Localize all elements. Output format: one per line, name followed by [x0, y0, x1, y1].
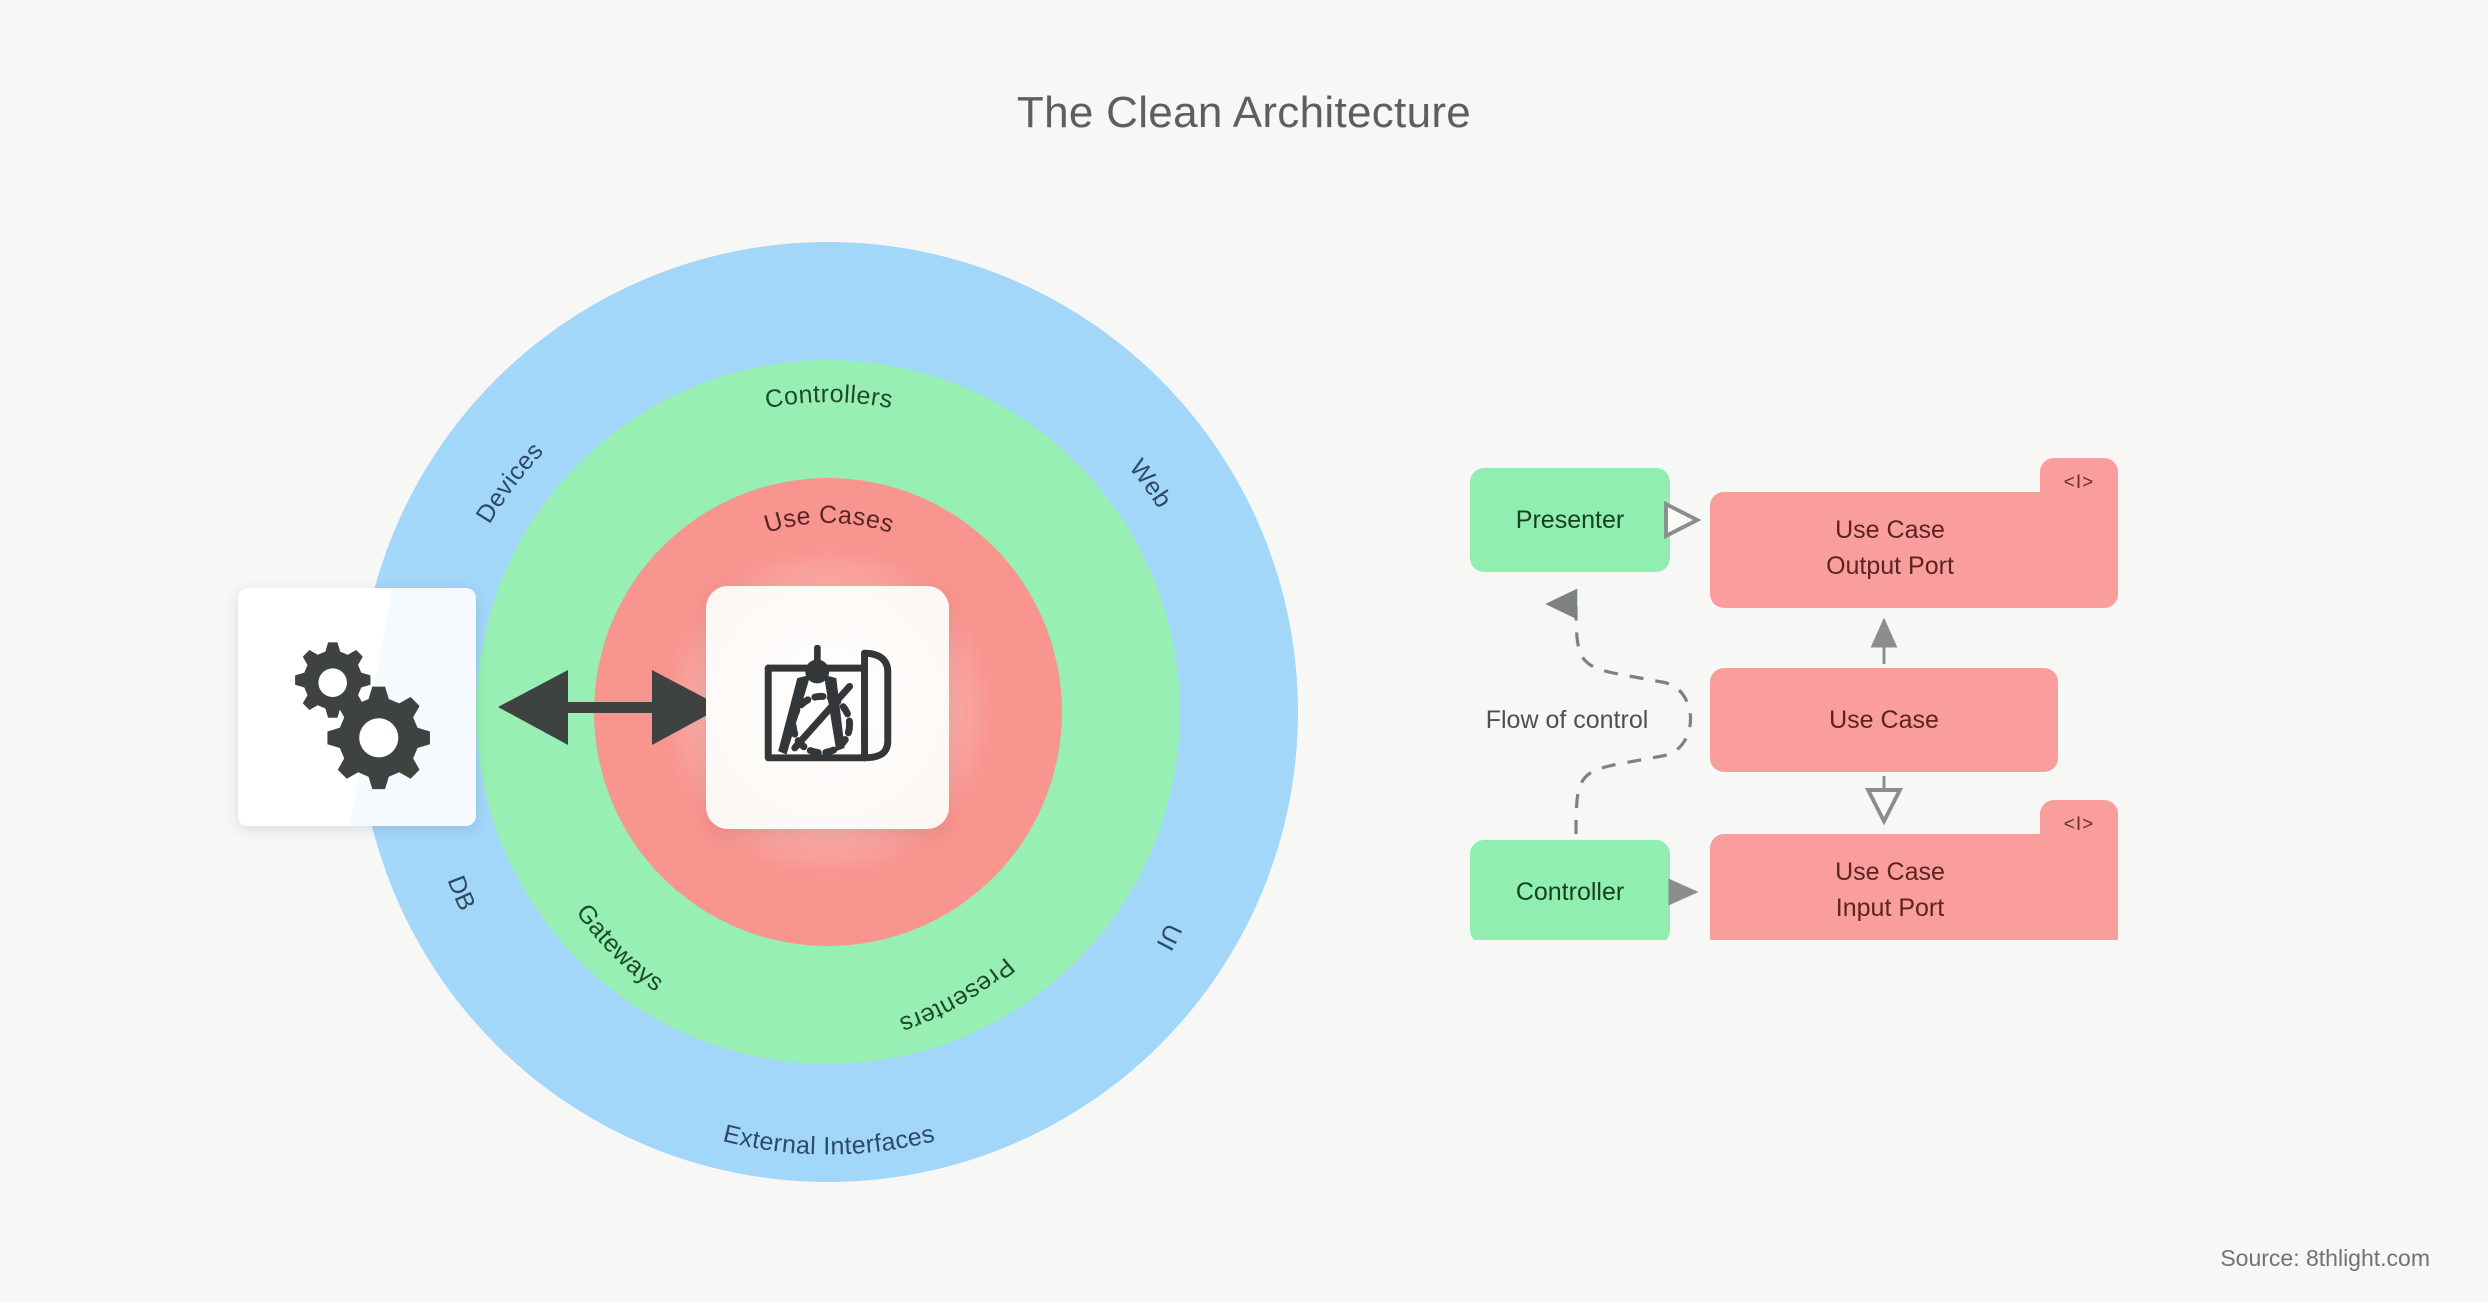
node-use-case-output-port[interactable]: <I> Use Case Output Port: [1710, 458, 2118, 608]
node-controller[interactable]: Controller: [1470, 840, 1670, 940]
interface-tag-input-port: <I>: [2064, 814, 2094, 835]
node-controller-label: Controller: [1516, 878, 1624, 906]
double-headed-arrow-icon: [498, 670, 722, 745]
node-presenter[interactable]: Presenter: [1470, 468, 1670, 572]
node-use-case-output-port-line2: Output Port: [1826, 552, 1954, 580]
node-use-case-input-port-line2: Input Port: [1836, 894, 1944, 922]
enterprise-business-rules-card: [706, 586, 949, 829]
external-systems-card: [238, 588, 476, 826]
page-title: The Clean Architecture: [1016, 88, 1472, 137]
interface-tag-output-port: <I>: [2064, 472, 2094, 493]
flow-of-control-diagram: Presenter <I> Use Case Output Port Use C…: [1470, 458, 2118, 940]
node-use-case-input-port-line1: Use Case: [1835, 858, 1945, 886]
clean-architecture-rings: Devices Web DB UI External Interfaces Co…: [358, 242, 1298, 1182]
gears-icon: [295, 642, 430, 790]
blueprint-compass-icon: [764, 644, 891, 761]
node-use-case-input-port[interactable]: <I> Use Case Input Port: [1710, 800, 2118, 940]
node-use-case[interactable]: Use Case: [1710, 668, 2058, 772]
node-presenter-label: Presenter: [1516, 506, 1624, 534]
node-use-case-label: Use Case: [1829, 706, 1939, 734]
node-use-case-output-port-line1: Use Case: [1835, 516, 1945, 544]
edge-flow-of-control: [1545, 588, 1693, 835]
flow-of-control-caption: Flow of control: [1486, 706, 1649, 734]
source-attribution: Source: 8thlight.com: [2220, 1245, 2430, 1271]
